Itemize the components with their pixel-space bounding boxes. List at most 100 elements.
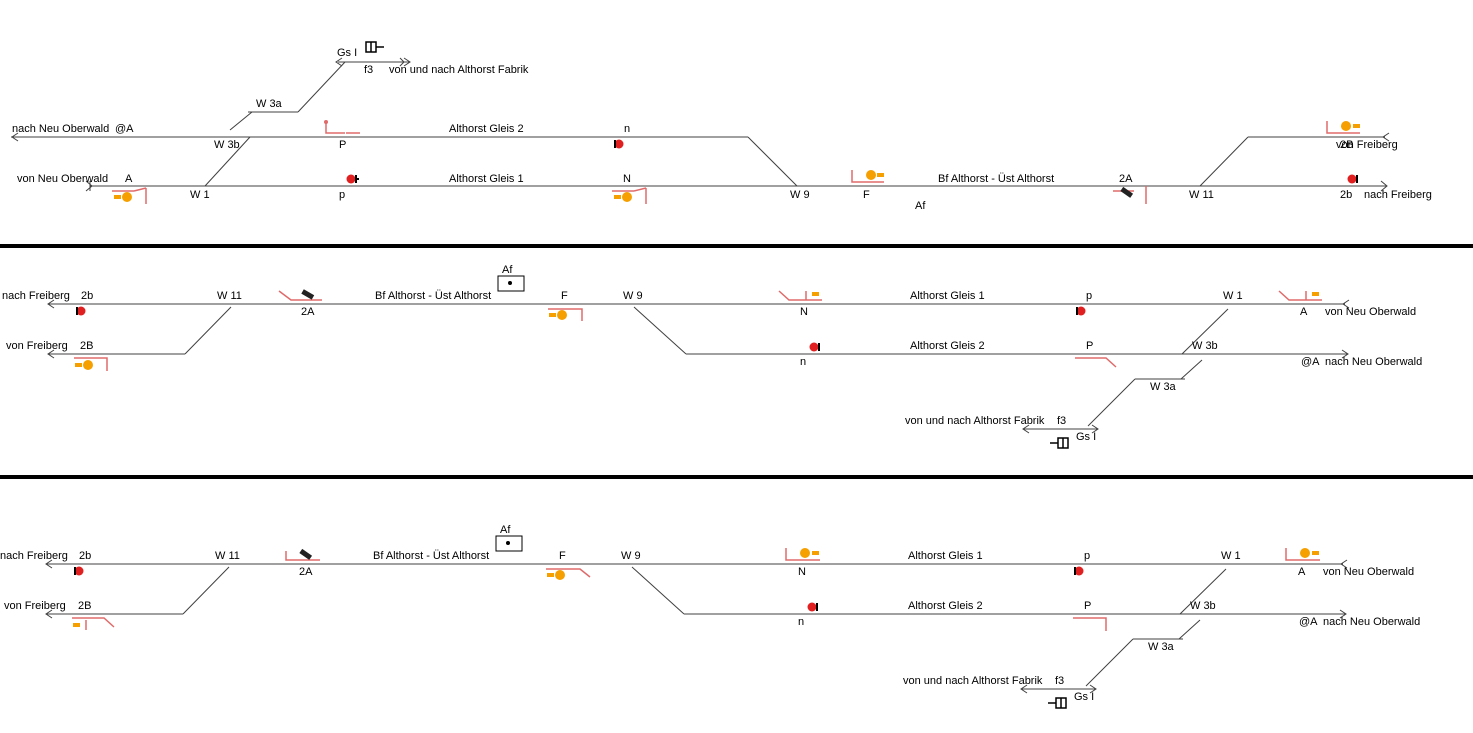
signal-p-red[interactable]: [346, 174, 360, 184]
factory-label: von und nach Althorst Fabrik: [905, 415, 1045, 427]
f3-label: f3: [1055, 675, 1064, 687]
signal-label: A: [1300, 306, 1308, 318]
f3-label: f3: [1057, 415, 1066, 427]
dest-label: nach Freiberg: [1364, 189, 1432, 201]
signal-P-pink[interactable]: [324, 120, 360, 134]
signal-label: P: [1084, 600, 1091, 612]
arrow-icon: [47, 349, 55, 359]
arrow-icon: [11, 132, 90, 142]
switch-label: W 11: [1189, 189, 1214, 201]
switch-label: W 11: [217, 290, 242, 302]
switch-label: W 3a: [1148, 641, 1175, 653]
signal-2A-dark[interactable]: [1113, 186, 1147, 204]
signal-N-pink[interactable]: [778, 290, 822, 301]
signal-label: 2A: [301, 306, 315, 318]
signal-N-orange[interactable]: [612, 187, 647, 204]
dest-label: nach Freiberg: [2, 290, 70, 302]
dest-label: nach Freiberg: [0, 550, 68, 562]
signal-A-orange[interactable]: [112, 187, 147, 204]
af-box-icon: [495, 535, 523, 552]
signal-2B-pink[interactable]: [72, 617, 115, 630]
signal-2b-red[interactable]: [76, 306, 86, 316]
signal-A-orange[interactable]: [1285, 548, 1320, 561]
signal-P-pink[interactable]: [1073, 617, 1107, 631]
signal-label: n: [798, 616, 804, 628]
panel-2: nach Freiberg von Freiberg von Neu Oberw…: [2, 264, 1422, 449]
signal-p-red[interactable]: [1076, 306, 1086, 316]
switch-label: W 3a: [256, 98, 283, 110]
signal-F-orange[interactable]: [546, 568, 591, 580]
signal-A-pink[interactable]: [1278, 290, 1322, 301]
af-box-icon: [497, 275, 525, 292]
gs-block-icon: [1048, 697, 1067, 709]
station-name: Bf Althorst - Üst Althorst: [375, 290, 491, 302]
arrow-icon: [45, 559, 53, 569]
factory-label: von und nach Althorst Fabrik: [389, 64, 529, 76]
signal-label: 2b: [1340, 189, 1352, 201]
arrow-icon: [1020, 684, 1097, 694]
arrow-icon: [335, 57, 411, 67]
signal-label: p: [1086, 290, 1092, 302]
signal-F-orange[interactable]: [851, 170, 884, 183]
signal-n-red[interactable]: [614, 139, 624, 149]
signal-label: n: [624, 123, 630, 135]
switch-label: W 3b: [214, 139, 240, 151]
switch-label: W 3b: [1192, 340, 1218, 352]
arrow-icon: [1382, 132, 1390, 142]
signal-label: 2B: [78, 600, 91, 612]
signal-label: p: [339, 189, 345, 201]
switch-label: W 3b: [1190, 600, 1216, 612]
dest-label: von Freiberg: [4, 600, 66, 612]
arrow-icon: [1341, 349, 1349, 359]
dest-label: von Neu Oberwald: [17, 173, 108, 185]
signal-label: 2B: [80, 340, 93, 352]
signal-2b-red[interactable]: [1347, 174, 1358, 184]
panel-1: nach Neu Oberwald von Neu Oberwald von F…: [11, 41, 1432, 212]
switch-w3a-diagonal: [297, 61, 346, 113]
gs-label: Gs I: [1074, 691, 1094, 703]
station-name: Bf Althorst - Üst Althorst: [938, 173, 1054, 185]
signal-label: N: [800, 306, 808, 318]
signal-2A-dark[interactable]: [285, 548, 320, 561]
dest-label: nach Neu Oberwald: [12, 123, 109, 135]
signal-label: A: [125, 173, 133, 185]
switch-w9-diagonal: [747, 136, 798, 187]
switch-w9-diagonal: [633, 306, 687, 355]
signal-label: 2B: [1340, 139, 1353, 151]
switch-w11-diagonal: [1199, 136, 1249, 187]
signal-label: 2A: [299, 566, 313, 578]
signal-label: N: [798, 566, 806, 578]
switch-w1-diagonal: [204, 136, 251, 187]
signal-N-orange[interactable]: [785, 548, 820, 561]
signal-label: F: [863, 189, 870, 201]
signal-label: 2b: [79, 550, 91, 562]
signal-label: n: [800, 356, 806, 368]
arrow-icon: [47, 299, 55, 309]
arrow-icon: [1380, 180, 1388, 192]
gs-label: Gs I: [337, 47, 357, 59]
signal-label: P: [1086, 340, 1093, 352]
signal-2B-orange[interactable]: [1326, 121, 1360, 134]
signal-label: @A: [1299, 616, 1318, 628]
dest-label: von Freiberg: [1336, 139, 1398, 151]
switch-w9-diagonal: [631, 566, 685, 615]
arrow-icon: [1340, 559, 1348, 569]
switch-label: W 9: [623, 290, 643, 302]
signal-label: P: [339, 139, 346, 151]
gs-label: Gs I: [1076, 431, 1096, 443]
signal-label: 2b: [81, 290, 93, 302]
switch-label: W 1: [190, 189, 210, 201]
dest-label: von Freiberg: [6, 340, 68, 352]
signal-n-red[interactable]: [807, 602, 818, 612]
factory-label: von und nach Althorst Fabrik: [903, 675, 1043, 687]
switch-w3b-diagonal: [229, 111, 253, 131]
signal-2B-orange[interactable]: [74, 357, 108, 371]
track-name: Althorst Gleis 1: [908, 550, 983, 562]
signal-F-orange[interactable]: [548, 308, 583, 321]
signal-n-red[interactable]: [809, 342, 820, 352]
signal-p-red[interactable]: [1074, 566, 1084, 576]
signal-P-pink[interactable]: [1075, 357, 1117, 368]
signal-2b-red[interactable]: [74, 566, 84, 576]
signal-2A-dark[interactable]: [278, 289, 322, 301]
